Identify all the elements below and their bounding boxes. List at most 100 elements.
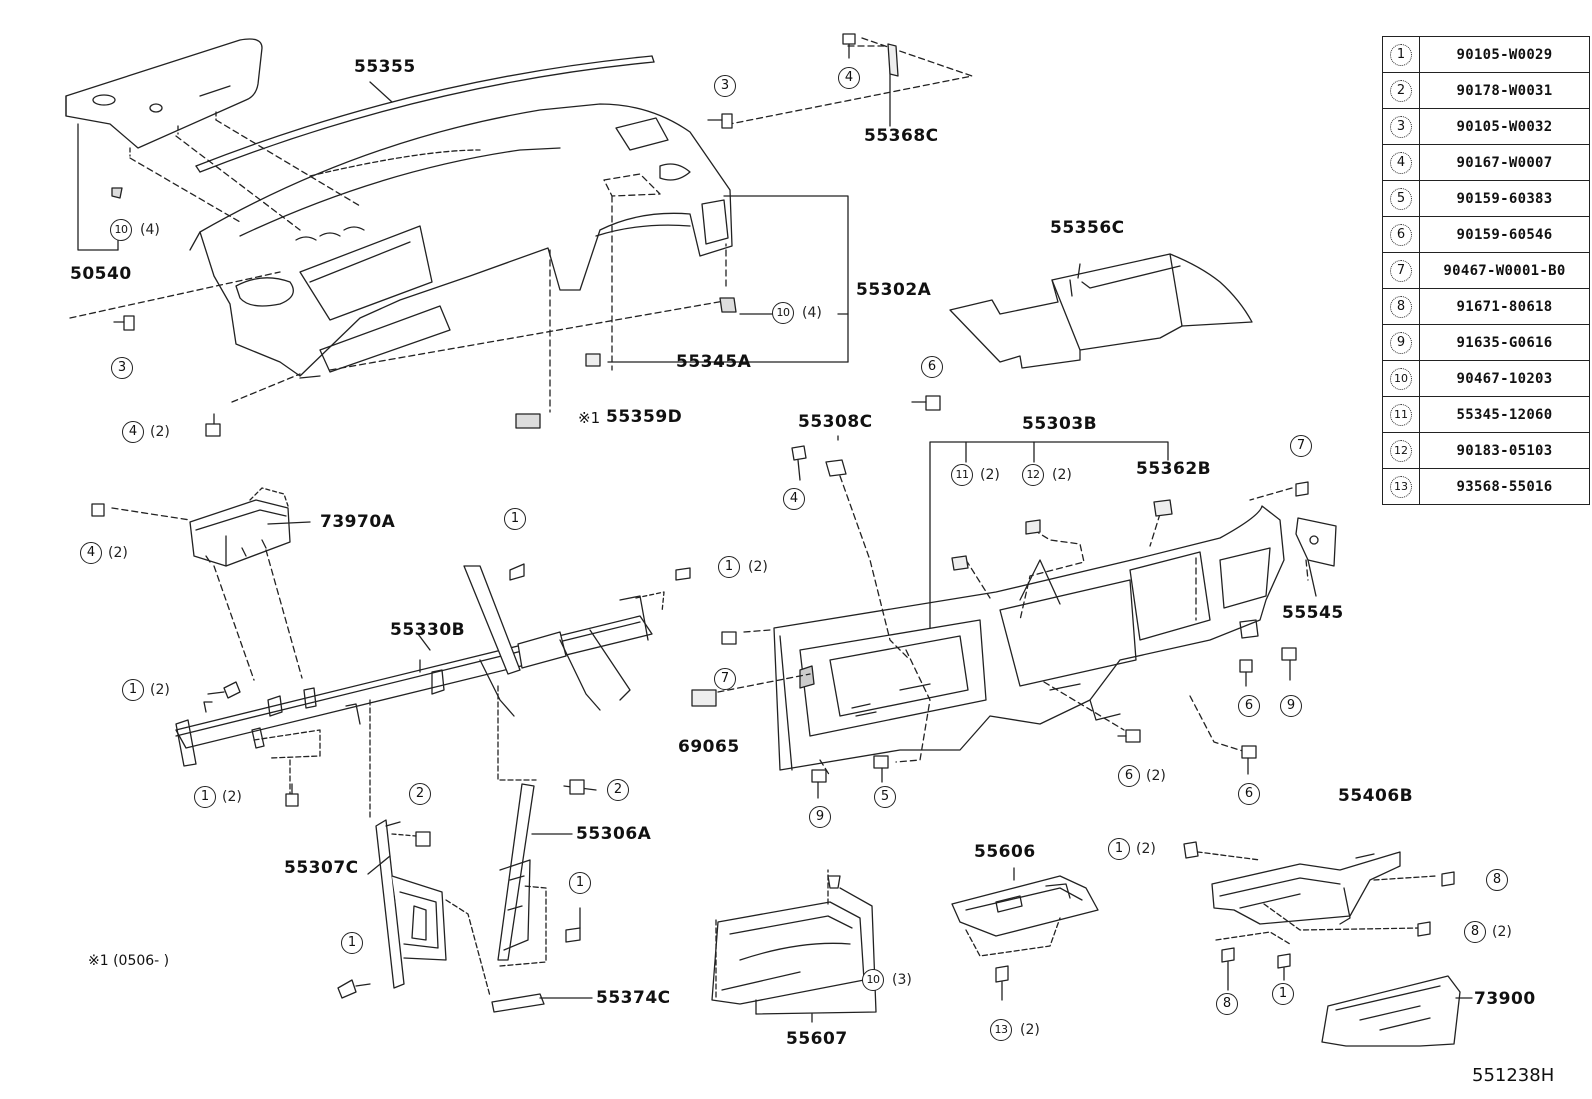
callout-circle: 4 xyxy=(783,488,805,510)
part-label-55368C: 55368C xyxy=(864,126,939,146)
fasteners-beam xyxy=(207,681,585,847)
callout-circle: 11 xyxy=(951,464,973,486)
part-label-55356C: 55356C xyxy=(1050,218,1125,238)
legend-index: 7 xyxy=(1390,260,1412,282)
callout-qty: (2) xyxy=(108,545,128,561)
callout-circle: 8 xyxy=(1464,921,1486,943)
guide-lines-top xyxy=(69,37,973,413)
callout-qty: (2) xyxy=(150,682,170,698)
callout-circle: 9 xyxy=(1280,695,1302,717)
legend-index: 1 xyxy=(1390,44,1412,66)
legend-index-cell: 4 xyxy=(1382,144,1420,181)
callout-circle: 1 xyxy=(1108,838,1130,860)
legend-part-number: 90105-W0032 xyxy=(1419,108,1590,145)
callout-circle: 8 xyxy=(1486,869,1508,891)
legend-part-number: 90467-W0001-B0 xyxy=(1419,252,1590,289)
part-label-50540: 50540 xyxy=(70,264,132,284)
callout-qty: (2) xyxy=(1020,1022,1040,1038)
part-label-55308C: 55308C xyxy=(798,412,873,432)
callout-circle: 6 xyxy=(921,356,943,378)
callout-circle: 7 xyxy=(714,668,736,690)
legend-part-number: 90167-W0007 xyxy=(1419,144,1590,181)
callout-circle: 4 xyxy=(80,542,102,564)
part-55606-panel xyxy=(951,867,1099,1001)
legend-part-number: 90105-W0029 xyxy=(1419,36,1590,73)
part-55306A-brace xyxy=(497,783,581,967)
callout-qty: (2) xyxy=(150,424,170,440)
callout-circle: 1 xyxy=(341,932,363,954)
callout-circle: 10 xyxy=(862,969,884,991)
part-label-55306A: 55306A xyxy=(576,824,652,844)
legend-row: 7 90467-W0001-B0 xyxy=(1382,252,1590,289)
part-label-55374C: 55374C xyxy=(596,988,671,1008)
legend-index: 2 xyxy=(1390,80,1412,102)
callout-circle: 3 xyxy=(111,357,133,379)
callout-circle: 6 xyxy=(1238,783,1260,805)
legend-index-cell: 3 xyxy=(1382,108,1420,145)
callout-circle: 6 xyxy=(1238,695,1260,717)
legend-index-cell: 9 xyxy=(1382,324,1420,361)
part-73970A-airbag xyxy=(91,487,311,681)
callout-qty: (4) xyxy=(140,222,160,238)
legend-index-cell: 10 xyxy=(1382,360,1420,397)
callout-qty: (2) xyxy=(1052,467,1072,483)
part-55374C-bracket xyxy=(491,993,593,1013)
legend-row: 3 90105-W0032 xyxy=(1382,108,1590,145)
part-55607-door xyxy=(711,869,877,1023)
legend-index-cell: 6 xyxy=(1382,216,1420,253)
part-50540-panel xyxy=(65,38,263,251)
legend-index: 9 xyxy=(1390,332,1412,354)
legend-part-number: 91671-80618 xyxy=(1419,288,1590,325)
part-label-55345A: 55345A xyxy=(676,352,752,372)
callout-circle: 1 xyxy=(122,679,144,701)
part-55406B-frame xyxy=(1183,841,1455,991)
callout-circle: 1 xyxy=(718,556,740,578)
callout-circle: 12 xyxy=(1022,464,1044,486)
legend-part-number: 90467-10203 xyxy=(1419,360,1590,397)
callout-qty: (2) xyxy=(748,559,768,575)
legend-index: 3 xyxy=(1390,116,1412,138)
callout-qty: (3) xyxy=(892,972,912,988)
part-label-55302A: 55302A xyxy=(856,280,932,300)
legend-row: 2 90178-W0031 xyxy=(1382,72,1590,109)
part-label-55359D-mark: ※1 xyxy=(578,409,601,427)
legend-index-cell: 5 xyxy=(1382,180,1420,217)
callout-circle: 6 xyxy=(1118,765,1140,787)
fasteners-lower xyxy=(691,395,1309,799)
part-label-55545: 55545 xyxy=(1282,603,1344,623)
callout-circle: 7 xyxy=(1290,435,1312,457)
legend-index-cell: 12 xyxy=(1382,432,1420,469)
legend-index: 6 xyxy=(1390,224,1412,246)
legend-index-cell: 13 xyxy=(1382,468,1420,505)
legend-part-number: 90159-60546 xyxy=(1419,216,1590,253)
legend-index: 5 xyxy=(1390,188,1412,210)
callout-circle: 1 xyxy=(569,872,591,894)
fasteners-top xyxy=(113,33,899,437)
legend-row: 13 93568-55016 xyxy=(1382,468,1590,505)
legend-part-number: 91635-G0616 xyxy=(1419,324,1590,361)
callout-circle: 4 xyxy=(838,67,860,89)
callout-circle: 1 xyxy=(504,508,526,530)
part-55355-strip xyxy=(195,55,655,173)
callout-circle: 2 xyxy=(409,783,431,805)
callout-circle: 13 xyxy=(990,1019,1012,1041)
diagram-id: 551238H xyxy=(1472,1065,1555,1086)
legend-index-cell: 8 xyxy=(1382,288,1420,325)
part-55307C-bracket xyxy=(337,819,491,999)
legend-index: 4 xyxy=(1390,152,1412,174)
callout-circle: 4 xyxy=(122,421,144,443)
legend-index: 8 xyxy=(1390,296,1412,318)
part-label-55303B: 55303B xyxy=(1022,414,1098,434)
callout-qty: (2) xyxy=(1146,768,1166,784)
legend-part-number: 90178-W0031 xyxy=(1419,72,1590,109)
legend-part-number: 93568-55016 xyxy=(1419,468,1590,505)
callout-circle: 1 xyxy=(1272,983,1294,1005)
legend-index-cell: 7 xyxy=(1382,252,1420,289)
part-55545-bracket xyxy=(1295,517,1337,597)
part-label-73970A: 73970A xyxy=(320,512,396,532)
legend-index: 13 xyxy=(1390,476,1412,498)
part-73900-box xyxy=(1321,975,1473,1047)
